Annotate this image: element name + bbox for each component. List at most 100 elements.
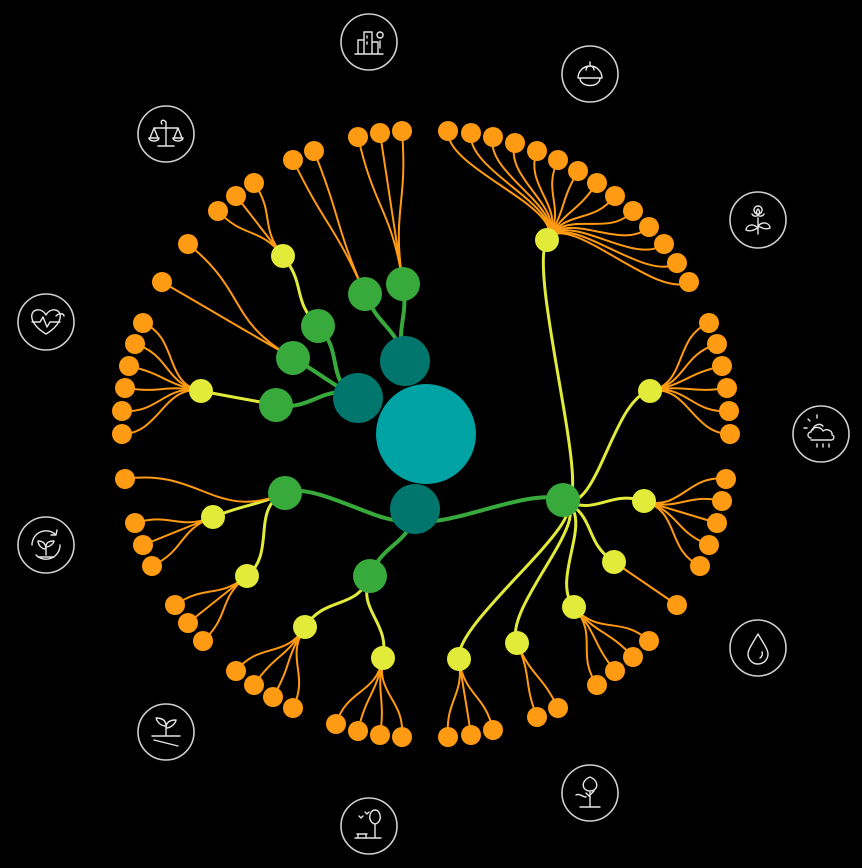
- leaf-node[interactable]: [548, 698, 568, 718]
- leaf-node[interactable]: [226, 661, 246, 681]
- leaf-node[interactable]: [690, 556, 710, 576]
- leaf-node[interactable]: [720, 424, 740, 444]
- leaf-node[interactable]: [707, 334, 727, 354]
- leaf-node[interactable]: [326, 714, 346, 734]
- leaf-node[interactable]: [568, 161, 588, 181]
- group-node[interactable]: [293, 615, 317, 639]
- leaf-node[interactable]: [438, 121, 458, 141]
- leaf-node[interactable]: [208, 201, 228, 221]
- root-node[interactable]: [376, 384, 476, 484]
- leaf-node[interactable]: [392, 121, 412, 141]
- leaf-node[interactable]: [712, 356, 732, 376]
- leaf-node[interactable]: [667, 595, 687, 615]
- branch-node[interactable]: [386, 267, 420, 301]
- leaf-node[interactable]: [125, 513, 145, 533]
- justice-scales-icon[interactable]: [137, 105, 195, 163]
- leaf-node[interactable]: [719, 401, 739, 421]
- group-node[interactable]: [447, 647, 471, 671]
- leaf-node[interactable]: [370, 123, 390, 143]
- branch-node[interactable]: [301, 309, 335, 343]
- head-helmet-icon[interactable]: [561, 45, 619, 103]
- leaf-node[interactable]: [717, 378, 737, 398]
- leaf-node[interactable]: [667, 253, 687, 273]
- leaf-node[interactable]: [679, 272, 699, 292]
- branch-node[interactable]: [259, 388, 293, 422]
- leaf-node[interactable]: [392, 727, 412, 747]
- leaf-node[interactable]: [263, 687, 283, 707]
- leaf-node[interactable]: [548, 150, 568, 170]
- group-node[interactable]: [505, 631, 529, 655]
- group-node[interactable]: [235, 564, 259, 588]
- branch-node[interactable]: [546, 483, 580, 517]
- leaf-node[interactable]: [283, 150, 303, 170]
- leaf-node[interactable]: [639, 217, 659, 237]
- group-node[interactable]: [271, 244, 295, 268]
- leaf-node[interactable]: [438, 727, 458, 747]
- leaf-node[interactable]: [461, 725, 481, 745]
- branch-node[interactable]: [276, 341, 310, 375]
- leaf-node[interactable]: [712, 491, 732, 511]
- group-node[interactable]: [371, 646, 395, 670]
- leaf-node[interactable]: [119, 356, 139, 376]
- leaf-node[interactable]: [152, 272, 172, 292]
- group-node[interactable]: [201, 505, 225, 529]
- leaf-node[interactable]: [623, 201, 643, 221]
- leaf-node[interactable]: [623, 647, 643, 667]
- leaf-node[interactable]: [699, 313, 719, 333]
- leaf-node[interactable]: [605, 661, 625, 681]
- leaf-node[interactable]: [370, 725, 390, 745]
- leaf-node[interactable]: [483, 127, 503, 147]
- group-node[interactable]: [189, 379, 213, 403]
- leaf-node[interactable]: [244, 675, 264, 695]
- leaf-node[interactable]: [699, 535, 719, 555]
- tree-hand-icon[interactable]: [561, 764, 619, 822]
- hub-node[interactable]: [380, 336, 430, 386]
- hub-node[interactable]: [333, 373, 383, 423]
- leaf-node[interactable]: [483, 720, 503, 740]
- leaf-node[interactable]: [527, 707, 547, 727]
- leaf-node[interactable]: [716, 469, 736, 489]
- leaf-node[interactable]: [348, 721, 368, 741]
- leaf-node[interactable]: [587, 675, 607, 695]
- leaf-node[interactable]: [654, 234, 674, 254]
- group-node[interactable]: [632, 489, 656, 513]
- leaf-node[interactable]: [112, 424, 132, 444]
- leaf-node[interactable]: [133, 535, 153, 555]
- heart-health-icon[interactable]: [17, 293, 75, 351]
- sun-cloud-rain-icon[interactable]: [792, 405, 850, 463]
- leaf-node[interactable]: [605, 186, 625, 206]
- leaf-node[interactable]: [178, 613, 198, 633]
- branch-node[interactable]: [268, 476, 302, 510]
- leaf-node[interactable]: [527, 141, 547, 161]
- water-drop-icon[interactable]: [729, 619, 787, 677]
- branch-node[interactable]: [348, 277, 382, 311]
- leaf-node[interactable]: [226, 186, 246, 206]
- park-bench-tree-icon[interactable]: [340, 797, 398, 855]
- group-node[interactable]: [602, 550, 626, 574]
- group-node[interactable]: [535, 228, 559, 252]
- sprout-soil-icon[interactable]: [137, 703, 195, 761]
- leaf-node[interactable]: [125, 334, 145, 354]
- group-node[interactable]: [562, 595, 586, 619]
- leaf-node[interactable]: [115, 378, 135, 398]
- leaf-node[interactable]: [244, 173, 264, 193]
- leaf-node[interactable]: [707, 513, 727, 533]
- leaf-node[interactable]: [165, 595, 185, 615]
- leaf-node[interactable]: [348, 127, 368, 147]
- leaf-node[interactable]: [142, 556, 162, 576]
- leaf-node[interactable]: [178, 234, 198, 254]
- leaf-node[interactable]: [461, 123, 481, 143]
- branch-node[interactable]: [353, 559, 387, 593]
- group-node[interactable]: [638, 379, 662, 403]
- flower-icon[interactable]: [729, 191, 787, 249]
- leaf-node[interactable]: [193, 631, 213, 651]
- leaf-node[interactable]: [115, 469, 135, 489]
- recycle-plant-icon[interactable]: [17, 516, 75, 574]
- hub-node[interactable]: [390, 484, 440, 534]
- leaf-node[interactable]: [587, 173, 607, 193]
- leaf-node[interactable]: [112, 401, 132, 421]
- leaf-node[interactable]: [283, 698, 303, 718]
- city-buildings-icon[interactable]: [340, 13, 398, 71]
- leaf-node[interactable]: [304, 141, 324, 161]
- leaf-node[interactable]: [133, 313, 153, 333]
